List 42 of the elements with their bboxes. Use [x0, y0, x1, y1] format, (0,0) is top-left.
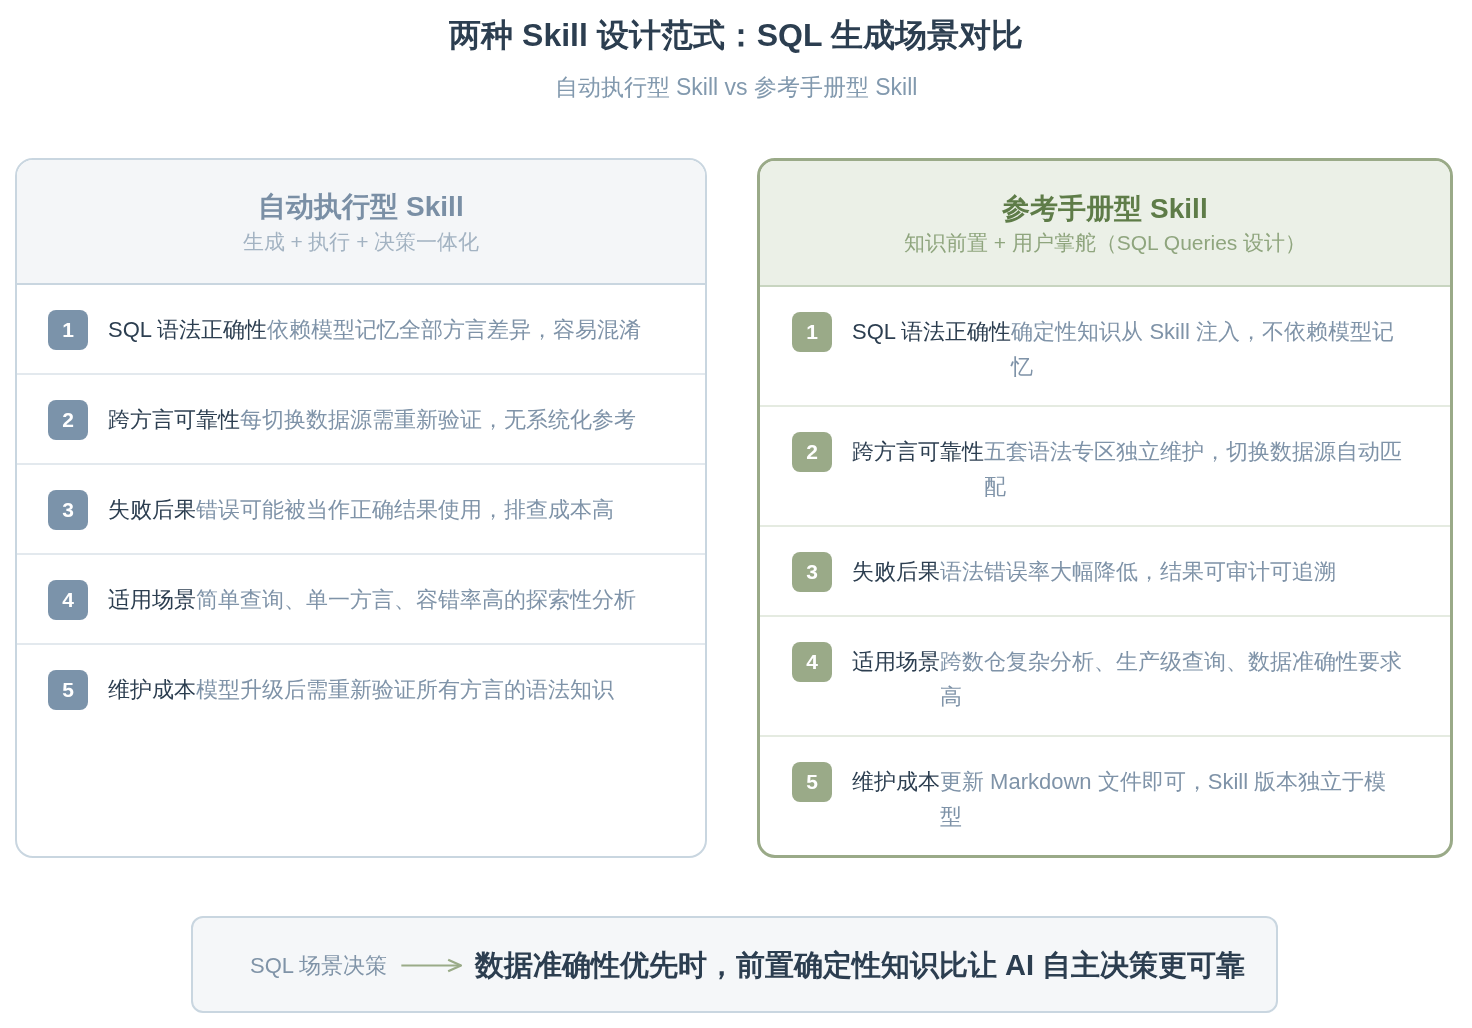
number-badge: 3: [48, 490, 88, 530]
summary-box: [191, 916, 1278, 1013]
item-text: 跨数仓复杂分析、生产级查询、数据准确性要求高: [940, 648, 1403, 711]
item-heading: 跨方言可靠性: [108, 406, 240, 434]
item-text: 语法错误率大幅降低，结果可审计可追溯: [940, 558, 1336, 586]
item-heading: 适用场景: [852, 648, 940, 676]
item-text: 每切换数据源需重新验证，无系统化参考: [240, 406, 636, 434]
diagram-title: 两种 Skill 设计范式：SQL 生成场景对比: [449, 16, 1023, 55]
item-text: 更新 Markdown 文件即可，Skill 版本独立于模型: [940, 768, 1388, 831]
comparison-card: [15, 158, 707, 858]
card-subtitle: 生成 + 执行 + 决策一体化: [242, 229, 480, 255]
item-text: 确定性知识从 Skill 注入，不依赖模型记忆: [1011, 318, 1395, 381]
item-text: 五套语法专区独立维护，切换数据源自动匹配: [984, 438, 1403, 501]
number-badge: 4: [792, 642, 832, 682]
number-badge: 3: [792, 552, 832, 592]
arrow: [401, 958, 463, 973]
card-title: 参考手册型 Skill: [1002, 192, 1208, 226]
number-badge: 2: [48, 400, 88, 440]
subtitle: 自动执行型 Skill vs 参考手册型 Skill: [554, 73, 918, 102]
card-subtitle: 知识前置 + 用户掌舵（SQL Queries 设计）: [903, 230, 1307, 256]
card-title: 自动执行型 Skill: [258, 190, 464, 224]
summary-label: SQL 场景决策: [250, 948, 388, 984]
number-badge: 4: [48, 580, 88, 620]
item-heading: 失败后果: [108, 496, 196, 524]
item-text: 简单查询、单一方言、容错率高的探索性分析: [196, 586, 636, 614]
item-heading: 跨方言可靠性: [852, 438, 984, 466]
item-heading: 维护成本: [852, 768, 940, 796]
number-badge: 1: [792, 312, 832, 352]
comparison-card: [757, 158, 1453, 858]
item-text: 错误可能被当作正确结果使用，排查成本高: [196, 496, 614, 524]
item-heading: SQL 语法正确性: [852, 318, 1012, 346]
number-badge: 1: [48, 310, 88, 350]
item-heading: 适用场景: [108, 586, 196, 614]
number-badge: 5: [48, 670, 88, 710]
item-heading: 维护成本: [108, 676, 196, 704]
number-badge: 5: [792, 762, 832, 802]
summary-text: 数据准确性优先时，前置确定性知识比让 AI 自主决策更可靠: [475, 945, 1246, 985]
item-heading: SQL 语法正确性: [108, 316, 268, 344]
item-text: 模型升级后需重新验证所有方言的语法知识: [196, 676, 614, 704]
number-badge: 2: [792, 432, 832, 472]
item-text: 依赖模型记忆全部方言差异，容易混淆: [267, 316, 642, 344]
item-heading: 失败后果: [852, 558, 940, 586]
